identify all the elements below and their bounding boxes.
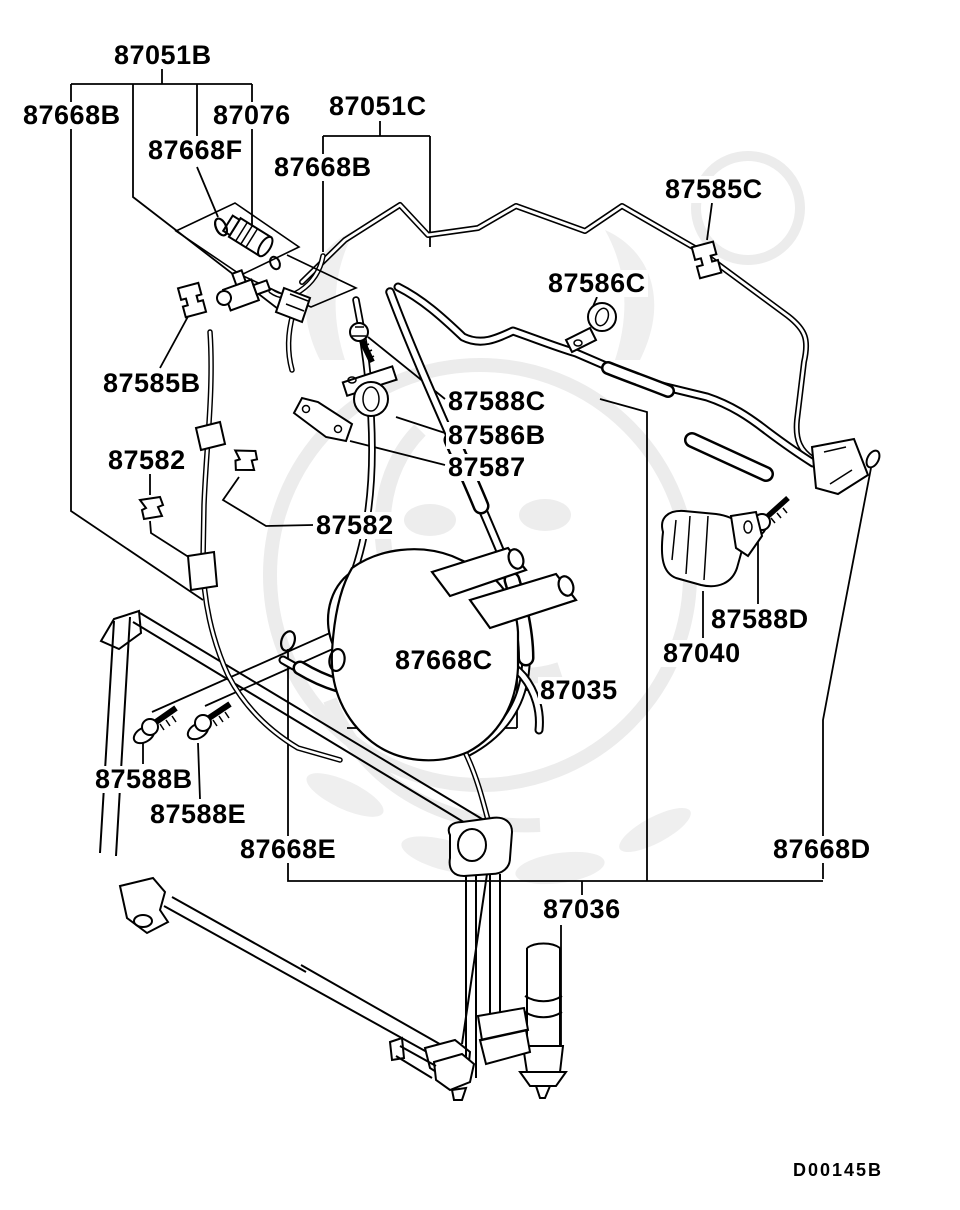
part-label-87587: 87587 <box>446 452 528 482</box>
part-label-87588D: 87588D <box>709 604 811 634</box>
oring-87668F <box>213 217 229 237</box>
part-label-87582-1: 87582 <box>106 445 188 475</box>
part-label-87668D: 87668D <box>771 834 873 864</box>
receiver-drier-drawing <box>388 816 568 1101</box>
bolt-87588B <box>132 705 178 745</box>
part-label-87582-2: 87582 <box>314 510 396 540</box>
part-label-87668B-1: 87668B <box>21 100 123 130</box>
part-label-87586B: 87586B <box>446 420 548 450</box>
part-label-87668C: 87668C <box>393 645 495 675</box>
pipe-end-fitting <box>810 437 870 496</box>
part-label-87668F: 87668F <box>146 135 245 165</box>
part-label-87585C: 87585C <box>663 174 765 204</box>
diagram-code: D00145B <box>793 1160 884 1180</box>
part-label-87586C: 87586C <box>546 268 648 298</box>
small-parts <box>132 202 881 745</box>
clip-87585C <box>690 240 723 280</box>
part-label-87588B: 87588B <box>93 764 195 794</box>
liquid-pipe <box>299 202 836 470</box>
part-label-87588C: 87588C <box>446 386 548 416</box>
part-label-87036: 87036 <box>541 894 623 924</box>
part-label-87076: 87076 <box>211 100 293 130</box>
bracket-87587 <box>292 396 354 443</box>
service-valve <box>215 269 272 312</box>
clip-87582-b <box>233 449 259 472</box>
mount-87586B <box>341 365 398 417</box>
part-label-87668E: 87668E <box>238 834 339 864</box>
part-label-87588E: 87588E <box>148 799 249 829</box>
part-label-87040: 87040 <box>661 638 743 668</box>
bracket-87040 <box>660 509 764 588</box>
part-label-87051B: 87051B <box>112 40 214 70</box>
part-label-87585B: 87585B <box>101 368 203 398</box>
oring-87668D <box>865 449 881 469</box>
clip-87585B <box>176 281 208 319</box>
bolt-87588E <box>186 701 232 741</box>
oring-87668C <box>328 647 346 673</box>
bolt-87588C <box>349 322 375 364</box>
oring-87668E <box>279 630 297 652</box>
clip-87582-a <box>138 495 165 521</box>
part-label-87668B-2: 87668B <box>272 152 374 182</box>
part-label-87051C: 87051C <box>327 91 429 121</box>
valve-87076 <box>221 214 274 258</box>
clamp-87586C <box>564 302 617 354</box>
part-label-87035: 87035 <box>538 675 620 705</box>
